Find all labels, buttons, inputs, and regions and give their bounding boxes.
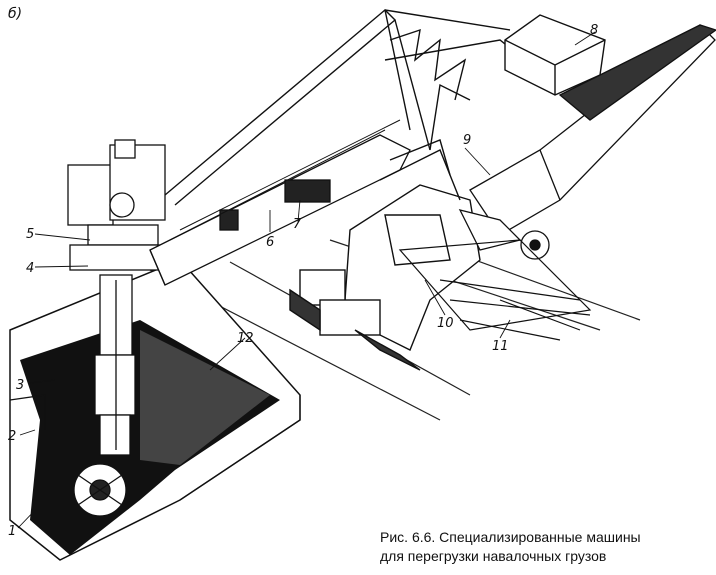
- main-boom: [149, 119, 411, 286]
- ship-hold: [9, 259, 301, 561]
- figure-caption: Рис. 6.6. Специализированные машины для …: [380, 528, 710, 566]
- bucket-elevator: [73, 274, 136, 517]
- transfer-conveyor: [398, 239, 592, 341]
- discharge-conveyor: [458, 24, 716, 260]
- caption-line-1: Рис. 6.6. Специализированные машины: [380, 529, 641, 545]
- label-2: 2: [8, 429, 16, 444]
- label-1: 1: [8, 524, 16, 539]
- label-8: 8: [590, 23, 598, 38]
- panel-label: б): [8, 6, 23, 22]
- label-3: 3: [16, 378, 24, 393]
- turret-cabin: [67, 139, 166, 271]
- label-5: 5: [26, 227, 34, 242]
- portal-gantry: [289, 139, 481, 371]
- label-11: 11: [492, 339, 509, 354]
- label-7: 7: [293, 217, 302, 232]
- label-9: 9: [463, 133, 471, 148]
- label-4: 4: [26, 261, 34, 276]
- label-6: 6: [266, 235, 274, 250]
- mast-truss: [164, 9, 551, 206]
- label-10: 10: [437, 316, 454, 331]
- caption-line-2: для перегрузки навалочных грузов: [380, 548, 607, 564]
- label-12: 12: [237, 331, 254, 346]
- leader-lines: [17, 31, 596, 529]
